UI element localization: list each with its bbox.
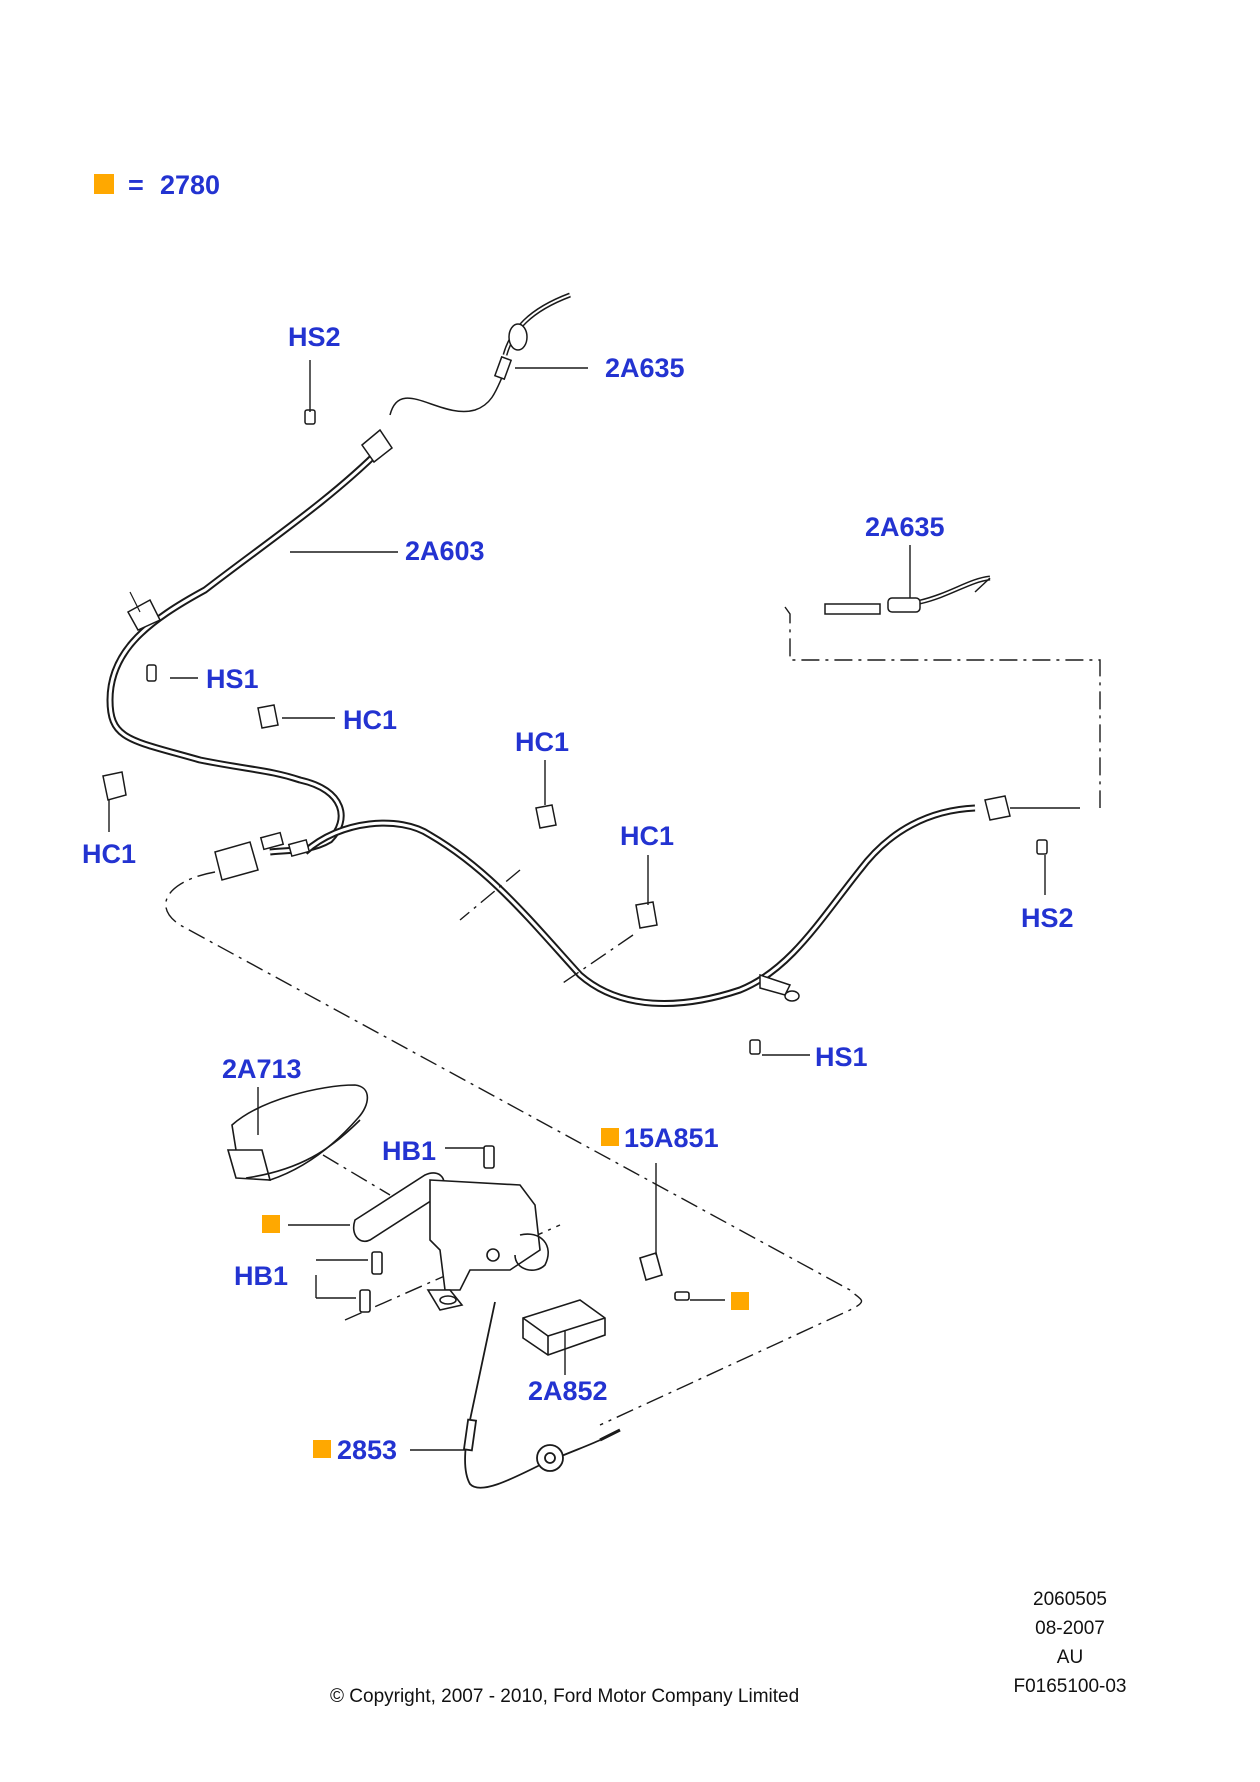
cable-2853 <box>462 1301 621 1489</box>
callout-hs1-right: HS1 <box>815 1042 868 1072</box>
cable-2a635-right <box>824 575 991 615</box>
cable-equalizer <box>214 831 311 881</box>
reference-number: 2060505 <box>1033 1589 1107 1610</box>
leader-lines <box>108 360 1046 1451</box>
marker-2853-square <box>313 1440 331 1458</box>
callout-2a852: 2A852 <box>528 1376 608 1406</box>
callout-hc1-mid-lower: HC1 <box>620 821 674 851</box>
marker-switch-bolt-square <box>731 1292 749 1310</box>
region-code: AU <box>1056 1647 1084 1668</box>
rear-cable <box>302 795 1080 1008</box>
callout-hc1-mid-upper: HC1 <box>515 727 569 757</box>
marker-lever-square <box>262 1215 280 1233</box>
callout-hb1-left: HB1 <box>234 1261 288 1291</box>
hs2-bolt-top <box>304 409 316 425</box>
marker-15a851-square <box>601 1128 619 1146</box>
hc1-clip-mid-upper <box>535 804 557 829</box>
callout-hs1-left: HS1 <box>206 664 259 694</box>
copyright-notice: © Copyright, 2007 - 2010, Ford Motor Com… <box>330 1686 800 1707</box>
hc1-clip-left <box>102 771 127 801</box>
legend-marker-square <box>94 174 114 194</box>
document-date: 08-2007 <box>1035 1618 1105 1639</box>
callout-labels: HS2 2A635 2A603 2A635 HS1 HC1 HC1 HC1 HC… <box>82 322 1074 1465</box>
callout-hc1-left: HC1 <box>82 839 136 869</box>
legend: = 2780 <box>94 170 220 200</box>
hs1-bolt-right <box>749 1039 761 1055</box>
hc1-clip-mid-lower <box>635 901 658 929</box>
callout-hc1-upper: HC1 <box>343 705 397 735</box>
hardware <box>102 409 1048 1055</box>
hs1-bolt-left <box>146 664 157 682</box>
callout-2853: 2853 <box>337 1435 397 1465</box>
callout-2a635-top: 2A635 <box>605 353 685 383</box>
callout-15a851: 15A851 <box>624 1123 719 1153</box>
marker-squares <box>262 1128 749 1458</box>
front-cable-2a603 <box>106 292 571 856</box>
figure-code: F0165100-03 <box>1013 1676 1127 1697</box>
callout-2a635-right: 2A635 <box>865 512 945 542</box>
hs2-bolt-right <box>1036 839 1048 855</box>
callout-2a603: 2A603 <box>405 536 485 566</box>
document-metadata: 2060505 08-2007 AU F0165100-03 <box>1000 1585 1140 1701</box>
callout-hb1-top: HB1 <box>382 1136 436 1166</box>
callout-hs2-top: HS2 <box>288 322 341 352</box>
parking-brake-lever-assembly <box>226 1084 690 1356</box>
hc1-clip-upper <box>257 704 279 729</box>
routing-lines <box>165 606 1101 1426</box>
callout-2a713: 2A713 <box>222 1054 302 1084</box>
legend-equals: = <box>128 170 144 200</box>
legend-part-number: 2780 <box>160 170 220 200</box>
callout-hs2-right: HS2 <box>1021 903 1074 933</box>
